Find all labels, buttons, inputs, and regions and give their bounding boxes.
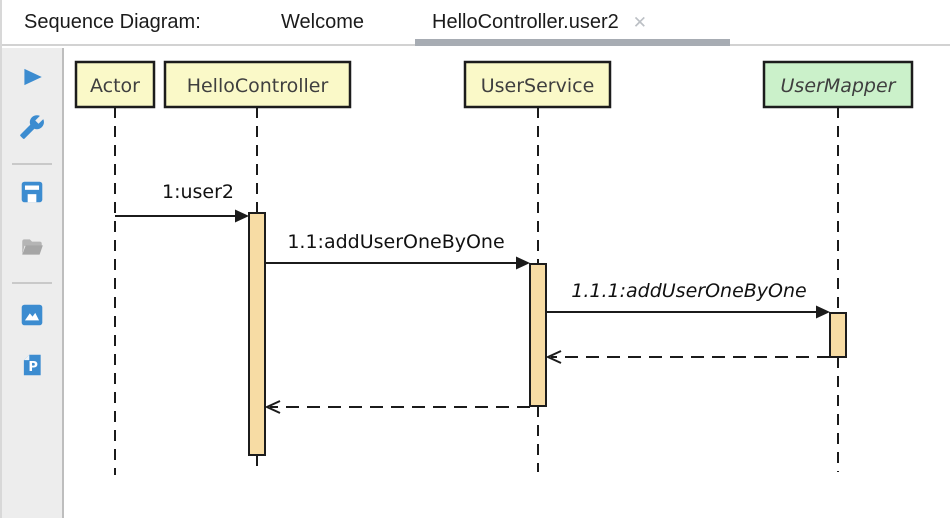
tab-hellocontroller-user2[interactable]: HelloController.user2 ✕ [415, 0, 730, 46]
run-icon [24, 68, 42, 86]
return-messages [264, 350, 830, 414]
panel-title: Sequence Diagram: [24, 10, 201, 33]
open-button[interactable] [19, 234, 45, 260]
participant-label-userservice[interactable]: UserService [481, 75, 595, 97]
diagram-canvas[interactable]: Actor HelloController UserService UserMa… [64, 48, 950, 518]
message-label-addUserOneByOne-2[interactable]: 1.1.1:addUserOneByOne [571, 280, 806, 302]
export-image-icon [21, 304, 43, 326]
export-image-button[interactable] [19, 302, 45, 328]
activation-userservice [529, 263, 547, 407]
participants [74, 60, 914, 109]
run-button[interactable] [19, 64, 45, 90]
arrowhead-icon [516, 256, 530, 270]
message-label-user2[interactable]: 1:user2 [162, 181, 234, 203]
tab-bar: Sequence Diagram: Welcome HelloControlle… [2, 0, 950, 46]
save-button[interactable] [19, 179, 45, 205]
participant-box-usermapper[interactable] [762, 60, 914, 109]
save-icon [21, 181, 43, 203]
participant-label-usermapper[interactable]: UserMapper [781, 75, 897, 97]
arrowhead-icon [235, 209, 249, 223]
open-arrowhead-icon [264, 400, 281, 414]
lifelines [114, 107, 839, 475]
activation-usermapper [829, 312, 847, 358]
plantuml-glyph: P [28, 360, 38, 375]
wrench-icon [20, 115, 44, 139]
toolbar-separator [12, 163, 52, 165]
participant-label-hellocontroller[interactable]: HelloController [187, 75, 329, 97]
toolbar-separator [12, 282, 52, 284]
activation-bars [248, 212, 847, 456]
sequence-diagram: Actor HelloController UserService UserMa… [74, 60, 914, 475]
tab-label: Welcome [281, 10, 364, 33]
open-arrowhead-icon [545, 350, 562, 364]
participant-box-userservice[interactable] [463, 60, 612, 109]
arrowhead-icon [816, 305, 830, 319]
close-icon[interactable]: ✕ [632, 12, 648, 32]
export-plantuml-icon: P [23, 354, 41, 376]
participant-box-actor[interactable] [74, 60, 156, 109]
participant-label-actor[interactable]: Actor [90, 75, 140, 97]
call-messages [115, 215, 817, 313]
tab-label: HelloController.user2 [432, 10, 619, 33]
message-label-addUserOneByOne[interactable]: 1.1:addUserOneByOne [287, 231, 504, 253]
participant-box-hellocontroller[interactable] [163, 60, 352, 109]
call-arrowheads [235, 209, 830, 319]
settings-button[interactable] [19, 114, 45, 140]
tab-welcome[interactable]: Welcome [281, 0, 364, 44]
export-plantuml-button[interactable]: P [19, 352, 45, 378]
active-tab-underline [415, 39, 730, 46]
open-folder-icon [22, 239, 43, 255]
diagram-toolbar: P [2, 48, 64, 518]
activation-hellocontroller [248, 212, 266, 456]
